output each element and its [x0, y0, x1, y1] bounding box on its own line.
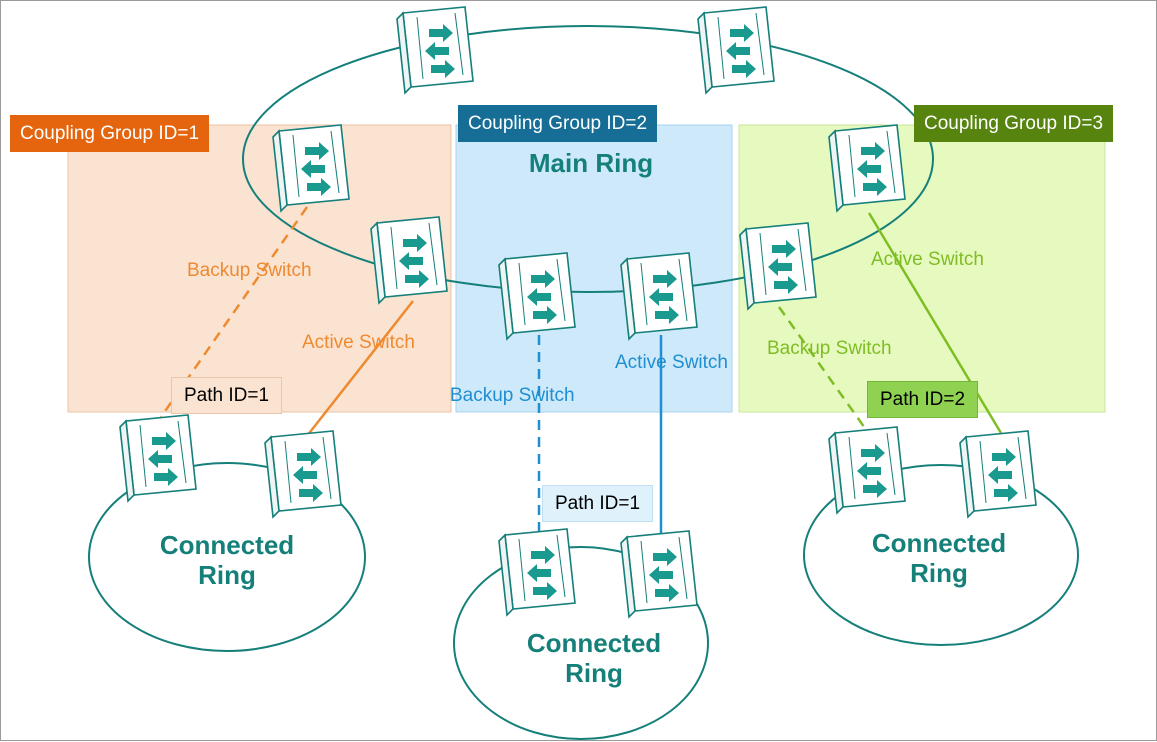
- switch-left-ring-1: [119, 414, 197, 502]
- path-id-right-label: Path ID=2: [867, 381, 979, 418]
- coupling-group-3-label: Coupling Group ID=3: [914, 105, 1114, 142]
- path-id-center-label: Path ID=1: [542, 485, 654, 522]
- switch-right-ring-2: [959, 430, 1037, 518]
- coupling-group-2-label: Coupling Group ID=2: [458, 105, 658, 142]
- coupling-group-1-label: Coupling Group ID=1: [10, 115, 210, 152]
- switch-group2-left: [498, 252, 576, 340]
- right-backup-switch-label: Backup Switch: [767, 338, 892, 359]
- connected-ring-right-title: Connected Ring: [871, 528, 1007, 588]
- right-active-link: [867, 212, 1003, 434]
- switch-main-top-right: [697, 6, 775, 94]
- main-ring-title: Main Ring: [528, 148, 654, 178]
- right-backup-link: [777, 306, 869, 432]
- center-active-switch-label: Active Switch: [615, 352, 728, 373]
- switch-right-ring-1: [828, 426, 906, 514]
- switch-group1-bottom: [370, 216, 448, 304]
- left-active-switch-label: Active Switch: [302, 332, 415, 353]
- switch-group1-top: [272, 124, 350, 212]
- switch-main-top-left: [396, 6, 474, 94]
- connected-ring-left-title: Connected Ring: [159, 530, 295, 590]
- path-id-left-label: Path ID=1: [171, 377, 283, 414]
- switch-group3-bottom: [739, 222, 817, 310]
- left-backup-switch-label: Backup Switch: [187, 260, 312, 281]
- main-ring: [242, 25, 934, 293]
- switch-center-ring-1: [498, 528, 576, 616]
- connected-ring-center-title: Connected Ring: [526, 628, 662, 688]
- switch-group3-top: [828, 124, 906, 212]
- connected-ring-left: [88, 462, 366, 652]
- switch-group2-right: [620, 252, 698, 340]
- left-active-link: [302, 300, 414, 442]
- switch-left-ring-2: [264, 430, 342, 518]
- right-active-switch-label: Active Switch: [871, 249, 984, 270]
- center-backup-switch-label: Backup Switch: [450, 385, 575, 406]
- connected-ring-center: [453, 546, 709, 740]
- connected-ring-right: [803, 464, 1079, 646]
- switch-center-ring-2: [620, 530, 698, 618]
